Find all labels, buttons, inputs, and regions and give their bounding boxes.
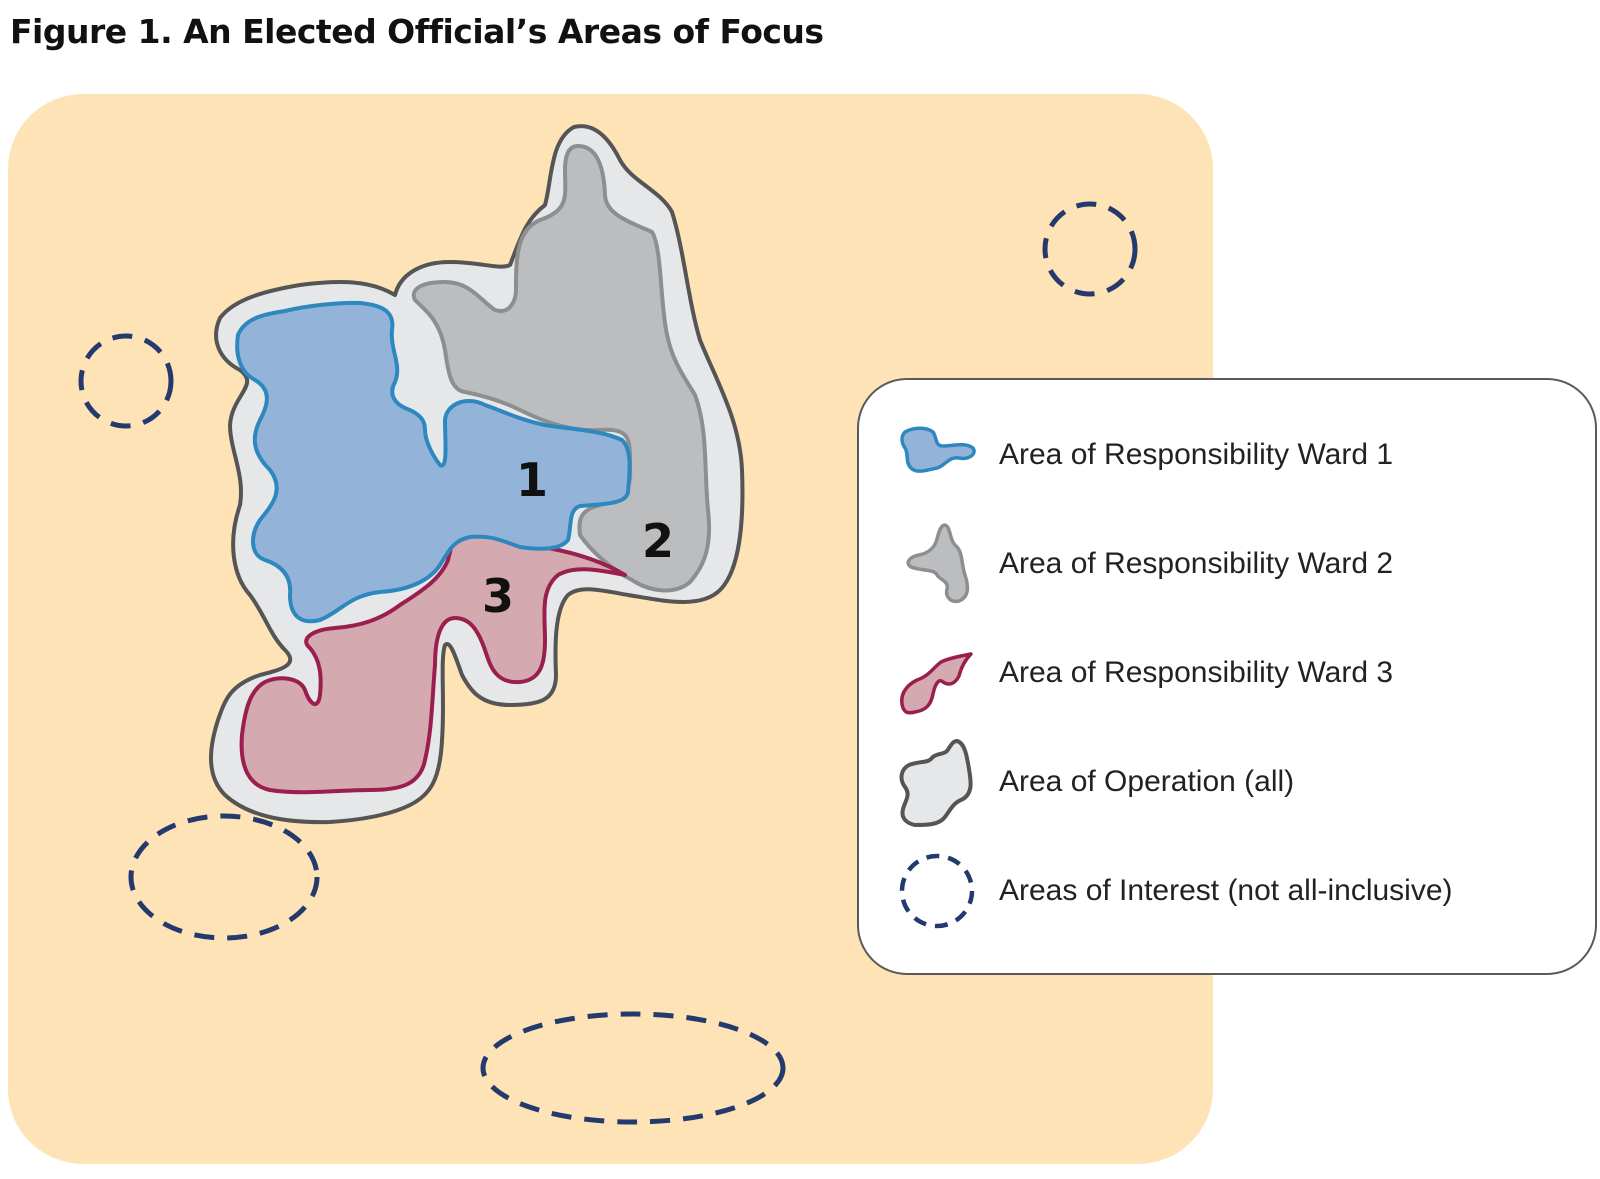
- ward1-shape-icon: [900, 426, 976, 473]
- legend-item-ward-3: Area of Responsibility Ward 3: [859, 628, 1595, 718]
- ward-2-label: 2: [642, 514, 674, 568]
- legend-label: Areas of Interest (not all-inclusive): [999, 874, 1453, 907]
- ward-1-shape: [235, 300, 632, 624]
- area-of-interest-2: [78, 333, 174, 429]
- legend-item-interest: Areas of Interest (not all-inclusive): [859, 846, 1595, 936]
- ward-3-shape: [239, 531, 627, 795]
- legend-label: Area of Responsibility Ward 2: [999, 547, 1394, 580]
- figure-title: Figure 1. An Elected Official’s Areas of…: [10, 12, 824, 51]
- legend-item-ward-1: Area of Responsibility Ward 1: [859, 410, 1595, 500]
- area-of-interest-3: [128, 813, 320, 941]
- ward3-shape-icon: [900, 652, 973, 715]
- ward-1-label: 1: [516, 453, 548, 507]
- legend-label: Area of Responsibility Ward 3: [999, 656, 1394, 689]
- ward2-shape-icon: [906, 523, 970, 604]
- ward-3-label: 3: [482, 569, 514, 623]
- legend-item-ward-2: Area of Responsibility Ward 2: [859, 519, 1595, 609]
- area-of-interest-4: [480, 1011, 786, 1125]
- area-of-interest-1: [1042, 201, 1138, 297]
- legend: Area of Responsibility Ward 1 Area of Re…: [857, 378, 1597, 975]
- operation-shape-icon: [899, 739, 973, 827]
- legend-label: Area of Operation (all): [999, 765, 1295, 798]
- dashed-circle-icon: [899, 853, 975, 929]
- legend-item-operation: Area of Operation (all): [859, 737, 1595, 827]
- legend-label: Area of Responsibility Ward 1: [999, 438, 1394, 471]
